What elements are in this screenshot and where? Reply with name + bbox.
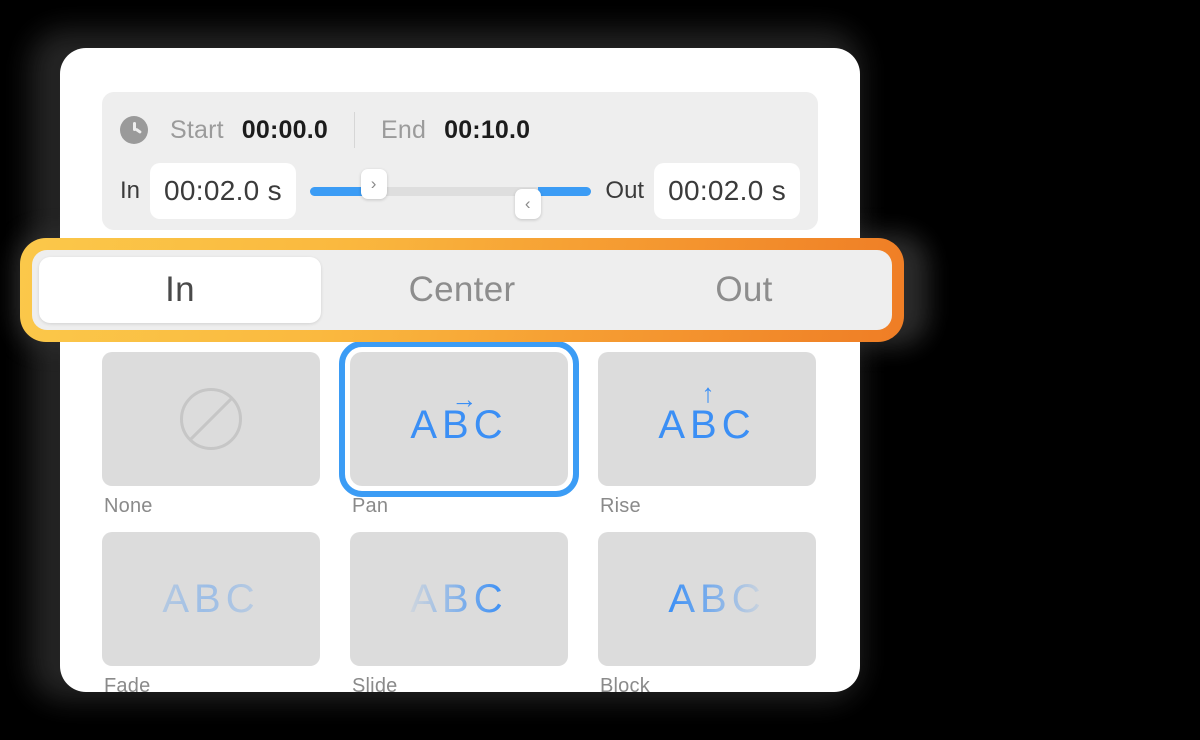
effect-preview-fade[interactable]: ABC	[102, 532, 320, 666]
abc-preview-text: ABC	[668, 577, 766, 621]
position-segmented-control: In Center Out	[32, 250, 892, 330]
effect-preview-slide[interactable]: ABC	[350, 532, 568, 666]
start-label: Start	[170, 115, 224, 144]
effect-grid: None → ABC Pan ↑ ABC Rise ABC Fade ABC	[102, 341, 818, 698]
out-duration-field[interactable]: 00:02.0 s	[654, 163, 800, 219]
animation-settings-card: Start 00:00.0 End 00:10.0 In 00:02.0 s ›…	[60, 48, 860, 697]
slider-handle-in[interactable]: ›	[360, 169, 387, 199]
effect-label: Fade	[104, 675, 151, 697]
focus-highlight-ring: In Center Out	[20, 238, 904, 342]
abc-preview-text: ABC	[658, 403, 756, 447]
effect-option-slide[interactable]: ABC Slide	[350, 532, 568, 698]
tab-in[interactable]: In	[39, 257, 321, 323]
effect-option-fade[interactable]: ABC Fade	[102, 532, 320, 698]
effect-option-pan[interactable]: → ABC Pan	[339, 341, 579, 518]
effect-label: Slide	[352, 675, 398, 697]
slider-track[interactable]	[309, 187, 592, 196]
no-effect-icon	[180, 388, 242, 450]
end-value[interactable]: 00:10.0	[444, 115, 531, 144]
in-duration-field[interactable]: 00:02.0 s	[150, 163, 296, 219]
effect-label: Pan	[352, 495, 389, 517]
effect-preview-pan[interactable]: → ABC	[339, 341, 579, 497]
start-value[interactable]: 00:00.0	[241, 115, 328, 144]
arrow-right-icon: →	[451, 384, 478, 414]
effect-preview-none[interactable]	[102, 352, 320, 486]
in-out-range-slider[interactable]: › ‹	[309, 163, 592, 219]
abc-preview-text: ABC	[410, 577, 508, 621]
slider-fill-out	[537, 187, 592, 196]
end-label: End	[381, 115, 427, 144]
clock-icon	[120, 116, 148, 144]
in-out-row: In 00:02.0 s › ‹ Out 00:02.0 s	[120, 162, 800, 220]
arrow-up-icon: ↑	[701, 378, 715, 408]
divider	[354, 112, 355, 148]
effect-label: None	[104, 495, 153, 517]
out-label: Out	[605, 177, 645, 204]
effect-option-none[interactable]: None	[102, 352, 320, 518]
effect-preview-rise[interactable]: ↑ ABC	[598, 352, 816, 486]
abc-preview-text: ABC	[410, 403, 508, 447]
timing-panel: Start 00:00.0 End 00:10.0 In 00:02.0 s ›…	[102, 92, 818, 230]
effect-label: Rise	[600, 495, 641, 517]
effect-option-rise[interactable]: ↑ ABC Rise	[598, 352, 816, 518]
effect-option-block[interactable]: ABC Block	[598, 532, 816, 698]
abc-preview-text: ABC	[162, 577, 260, 621]
in-label: In	[120, 177, 141, 204]
effect-preview-block[interactable]: ABC	[598, 532, 816, 666]
effect-label: Block	[600, 675, 650, 697]
slider-handle-out[interactable]: ‹	[514, 189, 541, 219]
tab-center[interactable]: Center	[408, 270, 516, 309]
timing-summary-row: Start 00:00.0 End 00:10.0	[120, 106, 530, 154]
tab-out[interactable]: Out	[715, 270, 773, 309]
slider-fill-in	[309, 187, 364, 196]
